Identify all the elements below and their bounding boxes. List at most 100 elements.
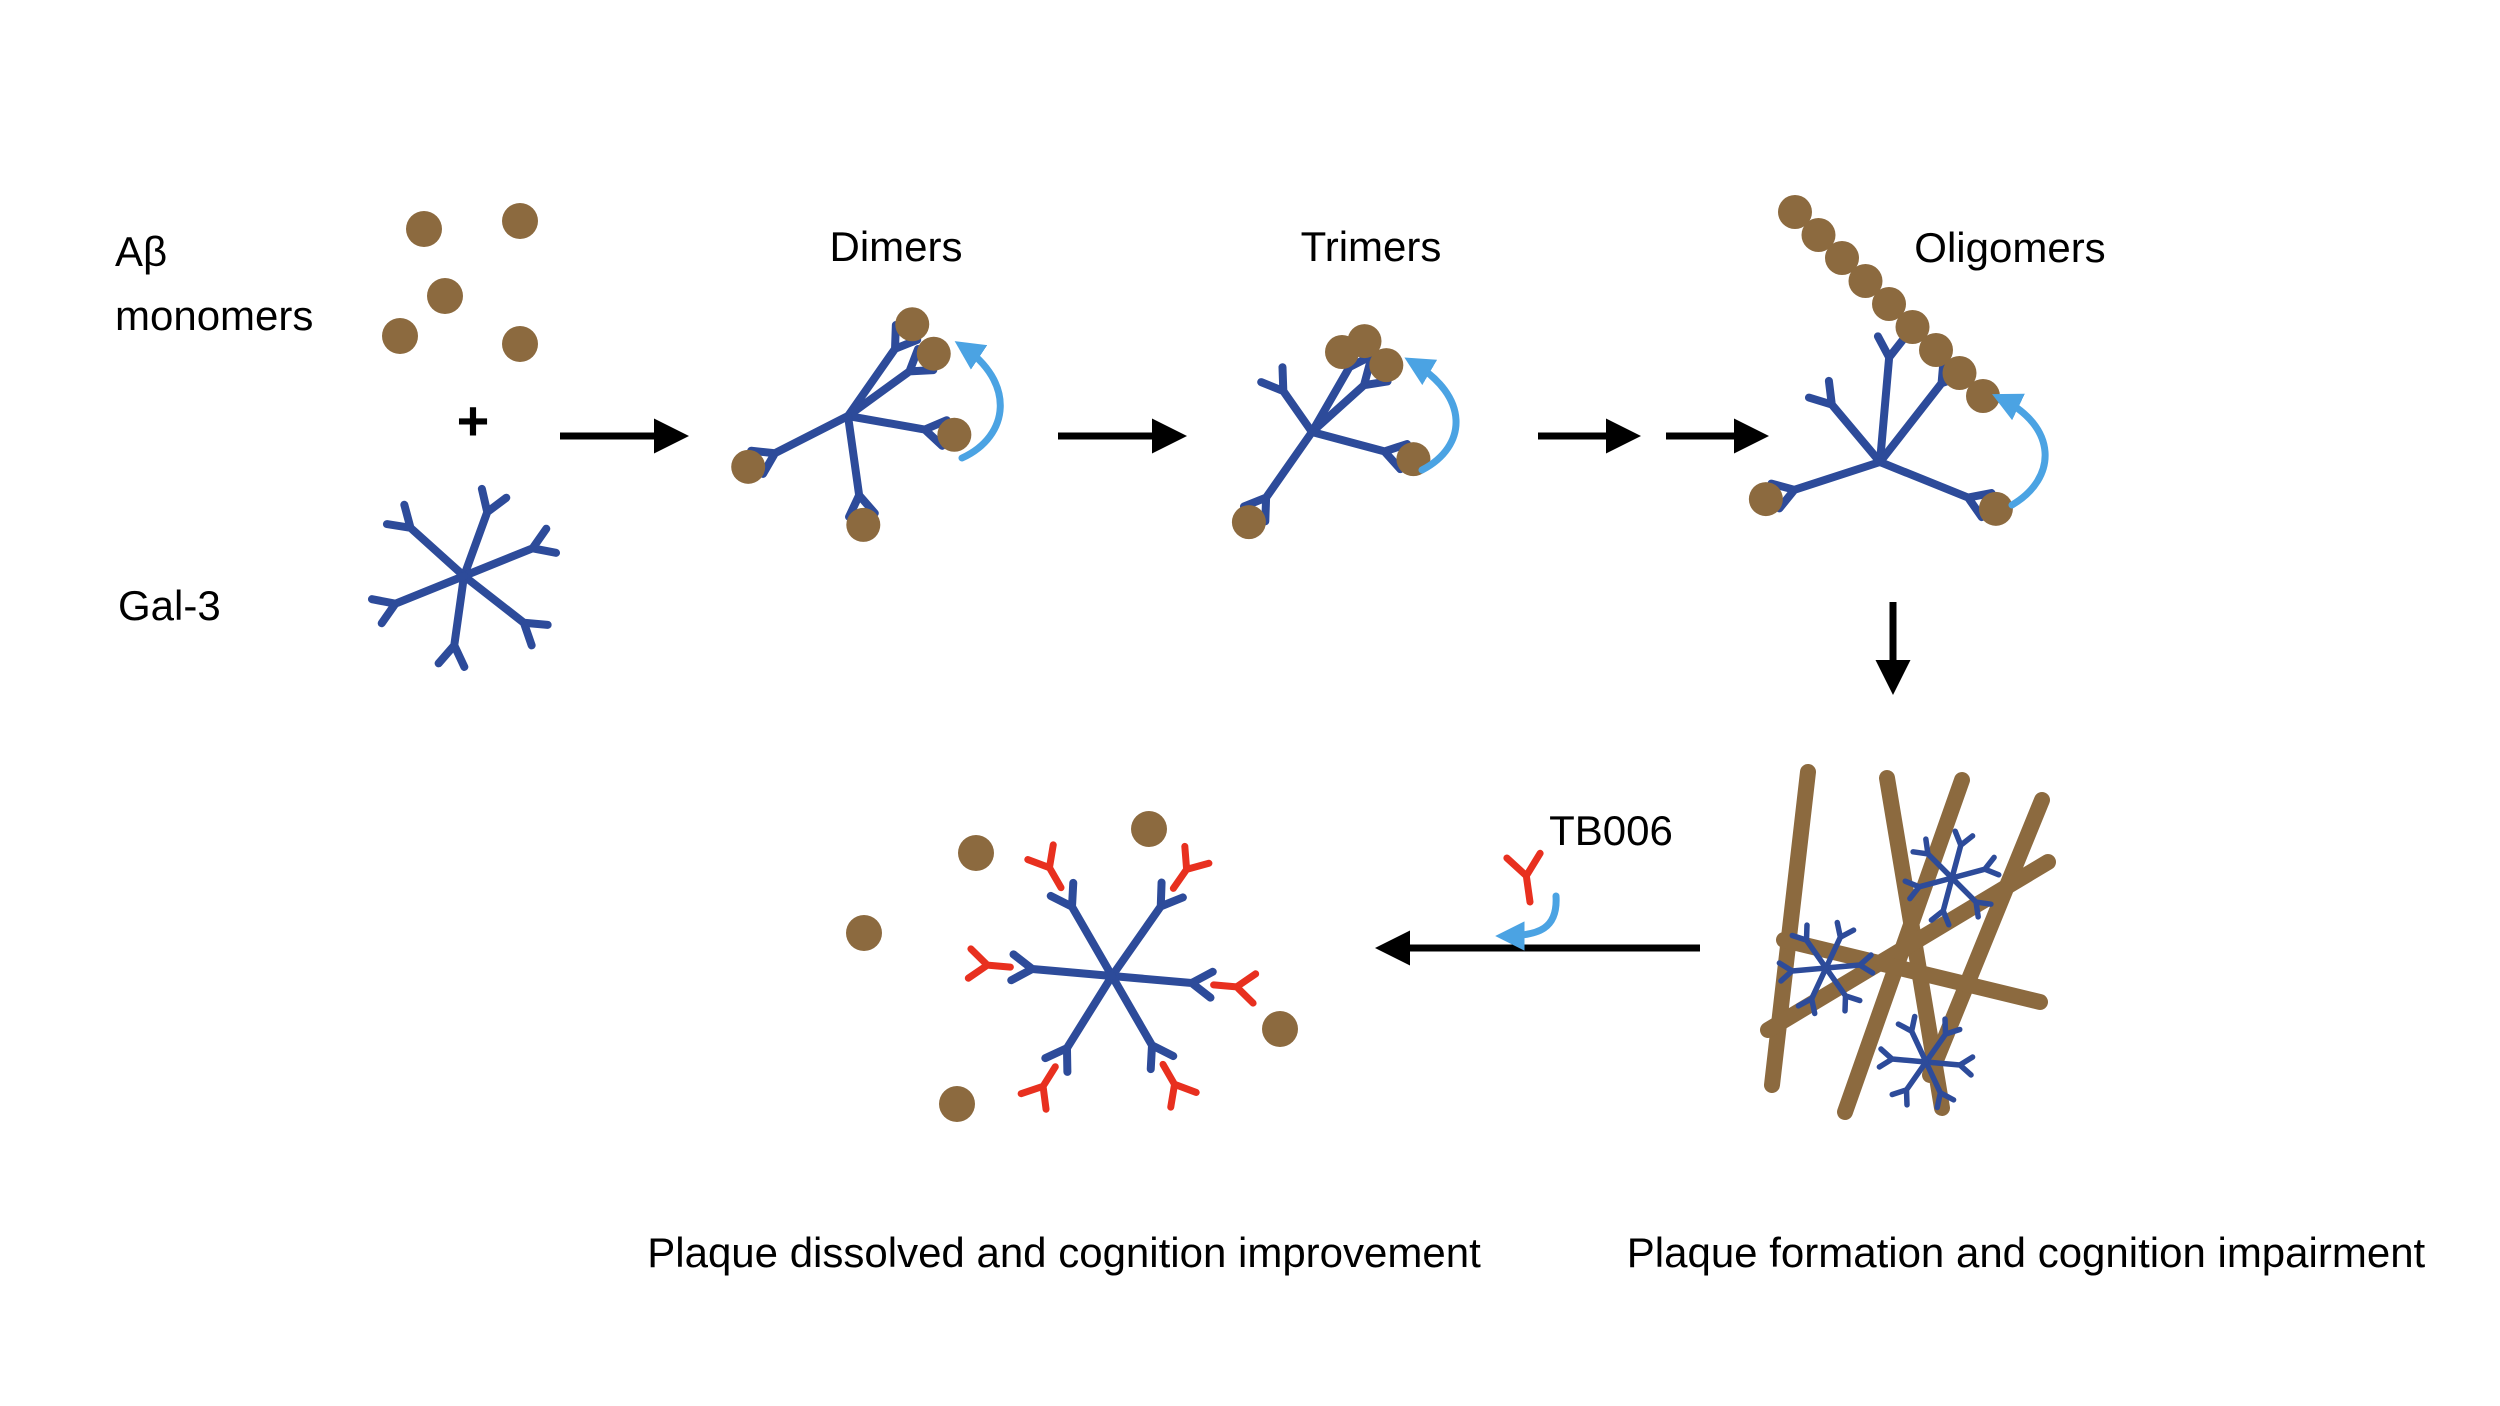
gal3-arm [1308,358,1392,436]
gal3-arm [1804,376,1884,466]
growth-arrow-dimer [954,341,1004,462]
gal3-arm [1895,1013,1929,1065]
ab-monomer-dot [502,203,538,239]
oligomer-complex [1748,195,2013,526]
plus-sign: + [457,389,490,452]
dissolved-plaque-complex [846,811,1298,1122]
gal3-arm [844,320,922,420]
gal3-arm [1923,1054,1976,1078]
ab-monomer-dot [895,307,930,342]
gal3-arm [1308,428,1412,474]
ab-monomer-dot [1825,241,1859,275]
gal3-arm [460,572,552,650]
gal3-arm [1041,972,1116,1076]
dimer-complex [731,307,972,542]
gal3-arm [1876,1046,1929,1070]
gal3-arm [1823,919,1857,971]
tb006-antibody [1503,849,1544,906]
gal3-arm [1923,1016,1963,1065]
gal3-label: Gal-3 [118,582,221,629]
ab-monomer-dot [937,417,972,452]
ab-monomer-dot [1895,310,1930,344]
tb006-action-arrow [1495,892,1560,951]
gal3-molecule [367,484,561,671]
gal3-arm [1873,332,1908,466]
trimer-complex [1231,324,1431,540]
ab-monomer-dot [1919,333,1953,367]
caption-formation: Plaque formation and cognition impairmen… [1627,1229,2426,1276]
gal3-arm [1108,878,1187,980]
amyloid-fibril [1922,792,2050,1083]
ab-monomer-dot [916,336,951,371]
dimers-label: Dimers [830,223,963,270]
ab-monomer-dot [1748,482,1783,517]
ab-monomer-dot [1848,264,1883,298]
gal3-arm [1046,878,1116,980]
ab-monomer-dot [846,507,881,542]
gal3-arm [1108,972,1178,1074]
ab-monomer-dot [382,318,418,354]
antibody-y-icon [1159,1060,1200,1111]
gal3-arm [460,524,561,580]
ab-monomer-dot [1801,218,1836,252]
antibody-y-icon [1210,970,1260,1007]
antibody-y-icon [1503,849,1544,906]
ab-monomer-dot [1978,491,2013,526]
gal3-arm [1889,1059,1929,1108]
ab-monomer-dot [1872,287,1906,321]
growth-arrow-trimer [1404,357,1460,474]
trimers-label: Trimers [1301,223,1442,270]
gal3-arm [382,500,468,580]
ab-monomer-dot [1778,195,1812,229]
ab-monomer-dot [1966,379,2000,413]
gal3-arm [1795,965,1829,1017]
oligomers-label: Oligomers [1914,224,2105,271]
ab-monomer-cluster [382,203,538,362]
gal3-arm [1823,952,1876,976]
gal3-arm [460,484,511,580]
ab-monomer-dot [731,449,766,484]
antibody-y-icon [1169,842,1213,892]
gal3-arm [844,412,951,450]
gal3-arm [747,412,852,478]
gal3-arm [367,572,468,628]
gal3-arm [1910,836,1955,881]
gal3-arm [1923,1059,1957,1111]
antibody-y-icon [1017,1063,1059,1113]
ab-monomer-dot [427,278,463,314]
gal3-arm [1876,458,1996,522]
ab-monomer-dot [502,326,538,362]
amyloid-fibril [1776,932,2048,1010]
gal3-arm [1949,828,1976,881]
gal3-arm [1928,875,1955,928]
ab-monomers-label-line1: Aβ [115,228,167,275]
growth-arrow-oligomer [1992,393,2049,509]
ab-monomer-dot [1325,335,1359,369]
antibody-y-icon [1024,841,1065,892]
ab-monomer-dot [1131,811,1167,847]
ab-monomers-label-line2: monomers [115,292,313,339]
ab-monomer-dot [406,211,442,247]
tb006-label: TB006 [1549,807,1673,854]
caption-dissolved: Plaque dissolved and cognition improveme… [647,1229,1481,1276]
gal3-arm [1949,875,1994,920]
ab-monomer-dot [958,835,994,871]
ab-monomer-dot [1231,505,1266,540]
gal3-arm [1007,950,1116,985]
gal3-arm [844,345,938,420]
ab-monomer-dot [846,915,882,951]
ab-monomer-dot [1262,1011,1298,1047]
amyloid-fibril [1764,764,1816,1093]
plaque-fibril-mesh [1760,764,2056,1120]
ab-monomer-dot [1369,348,1404,383]
gal3-arm [434,572,469,671]
gal3-arm [1823,965,1863,1014]
gal3-arm [1902,875,1955,902]
antibody-y-icon [964,945,1014,982]
gal3-arm [844,412,879,521]
gal3-arm [1108,967,1217,1002]
gal3-arm [1239,428,1316,526]
gal3-arm [1949,854,2002,881]
gal3-arm [1767,458,1884,513]
